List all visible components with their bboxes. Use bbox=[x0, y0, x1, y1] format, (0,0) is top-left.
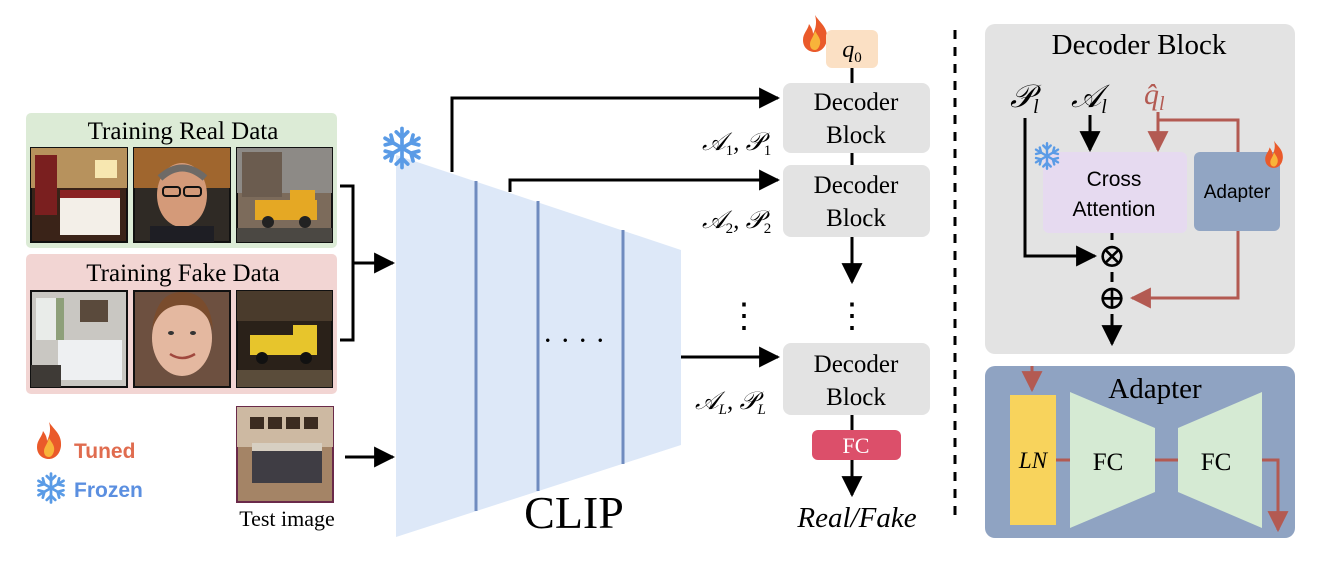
multiply-operator: ⊗ bbox=[1098, 238, 1127, 275]
decoder-block-1-inputs: 𝒜1, 𝒫1 bbox=[702, 129, 771, 159]
decoder-block-2 bbox=[783, 165, 930, 237]
input-vdots: ⋮ bbox=[727, 298, 761, 335]
adapter-panel-title: Adapter bbox=[1108, 373, 1202, 405]
snowflake-icon bbox=[36, 474, 65, 503]
decoder-block-1-line2: Block bbox=[826, 122, 886, 149]
fake-image-face bbox=[133, 290, 231, 388]
decoder-block-L-line1: Decoder bbox=[814, 351, 899, 378]
fire-icon bbox=[803, 15, 828, 52]
fake-data-title: Training Fake Data bbox=[86, 260, 280, 287]
legend-tuned-label: Tuned bbox=[74, 440, 135, 463]
decoder-block-L-inputs: 𝒜L, 𝒫L bbox=[695, 388, 766, 418]
decoder-vdots: ⋮ bbox=[835, 298, 869, 335]
decoder-block-panel: Decoder Block 𝒫l 𝒜l q̂l Cross Attention … bbox=[985, 24, 1295, 354]
fc-down-label: FC bbox=[1093, 449, 1124, 476]
real-image-face bbox=[133, 147, 231, 243]
fake-image-bedroom bbox=[30, 290, 128, 388]
decoder-block-1-line1: Decoder bbox=[814, 89, 899, 116]
test-image-label: Test image bbox=[239, 506, 335, 531]
fake-image-truck bbox=[236, 290, 333, 388]
adapter-box-label: Adapter bbox=[1204, 182, 1271, 203]
real-data-title: Training Real Data bbox=[88, 118, 279, 145]
output-label: Real/Fake bbox=[796, 502, 916, 534]
arrow-layer-1 bbox=[450, 87, 781, 172]
clip-label: CLIP bbox=[524, 487, 624, 538]
query-token-box bbox=[826, 30, 878, 68]
clip-encoder: · · · · CLIP bbox=[382, 128, 681, 538]
panel-q-input: q̂l bbox=[1144, 78, 1165, 115]
decoder-block-2-line1: Decoder bbox=[814, 172, 899, 199]
add-operator: ⊕ bbox=[1098, 280, 1127, 317]
decoder-column: q0 Decoder Block 𝒜1, 𝒫1 Decoder Block 𝒜2… bbox=[695, 15, 930, 534]
fc-head bbox=[812, 430, 901, 460]
decoder-block-2-inputs: 𝒜2, 𝒫2 bbox=[702, 207, 771, 237]
clip-to-decoder-arrows bbox=[450, 87, 781, 368]
query-token-label: q0 bbox=[842, 37, 862, 66]
cross-attention-box bbox=[1043, 152, 1187, 233]
test-image bbox=[236, 406, 334, 503]
decoder-block-1 bbox=[783, 83, 930, 153]
cross-attention-line1: Cross bbox=[1087, 168, 1142, 191]
training-to-clip-arrow bbox=[340, 184, 396, 342]
decoder-block-L bbox=[783, 343, 930, 415]
fc-up-label: FC bbox=[1201, 449, 1232, 476]
fire-icon bbox=[37, 422, 62, 459]
layernorm-box bbox=[1010, 395, 1056, 525]
training-real-data-group: Training Real Data bbox=[26, 113, 337, 248]
adapter-panel: Adapter LN FC FC bbox=[985, 366, 1295, 538]
clip-ellipsis: · · · · bbox=[543, 324, 605, 357]
layernorm-label: LN bbox=[1018, 448, 1049, 473]
training-fake-data-group: Training Fake Data bbox=[26, 254, 337, 394]
decoder-block-L-line2: Block bbox=[826, 384, 886, 411]
legend: Tuned Frozen bbox=[36, 422, 143, 503]
fc-down-projection bbox=[1070, 392, 1155, 528]
real-image-truck bbox=[236, 147, 333, 243]
legend-frozen-label: Frozen bbox=[74, 479, 143, 502]
adapter-box bbox=[1194, 152, 1280, 231]
fc-head-label: FC bbox=[843, 433, 870, 458]
arrow-layer-2 bbox=[508, 169, 781, 192]
real-image-bedroom bbox=[30, 147, 128, 243]
decoder-block-panel-title: Decoder Block bbox=[1052, 29, 1227, 61]
cross-attention-line2: Attention bbox=[1073, 198, 1156, 221]
fc-up-projection bbox=[1178, 392, 1262, 528]
decoder-block-2-line2: Block bbox=[826, 205, 886, 232]
